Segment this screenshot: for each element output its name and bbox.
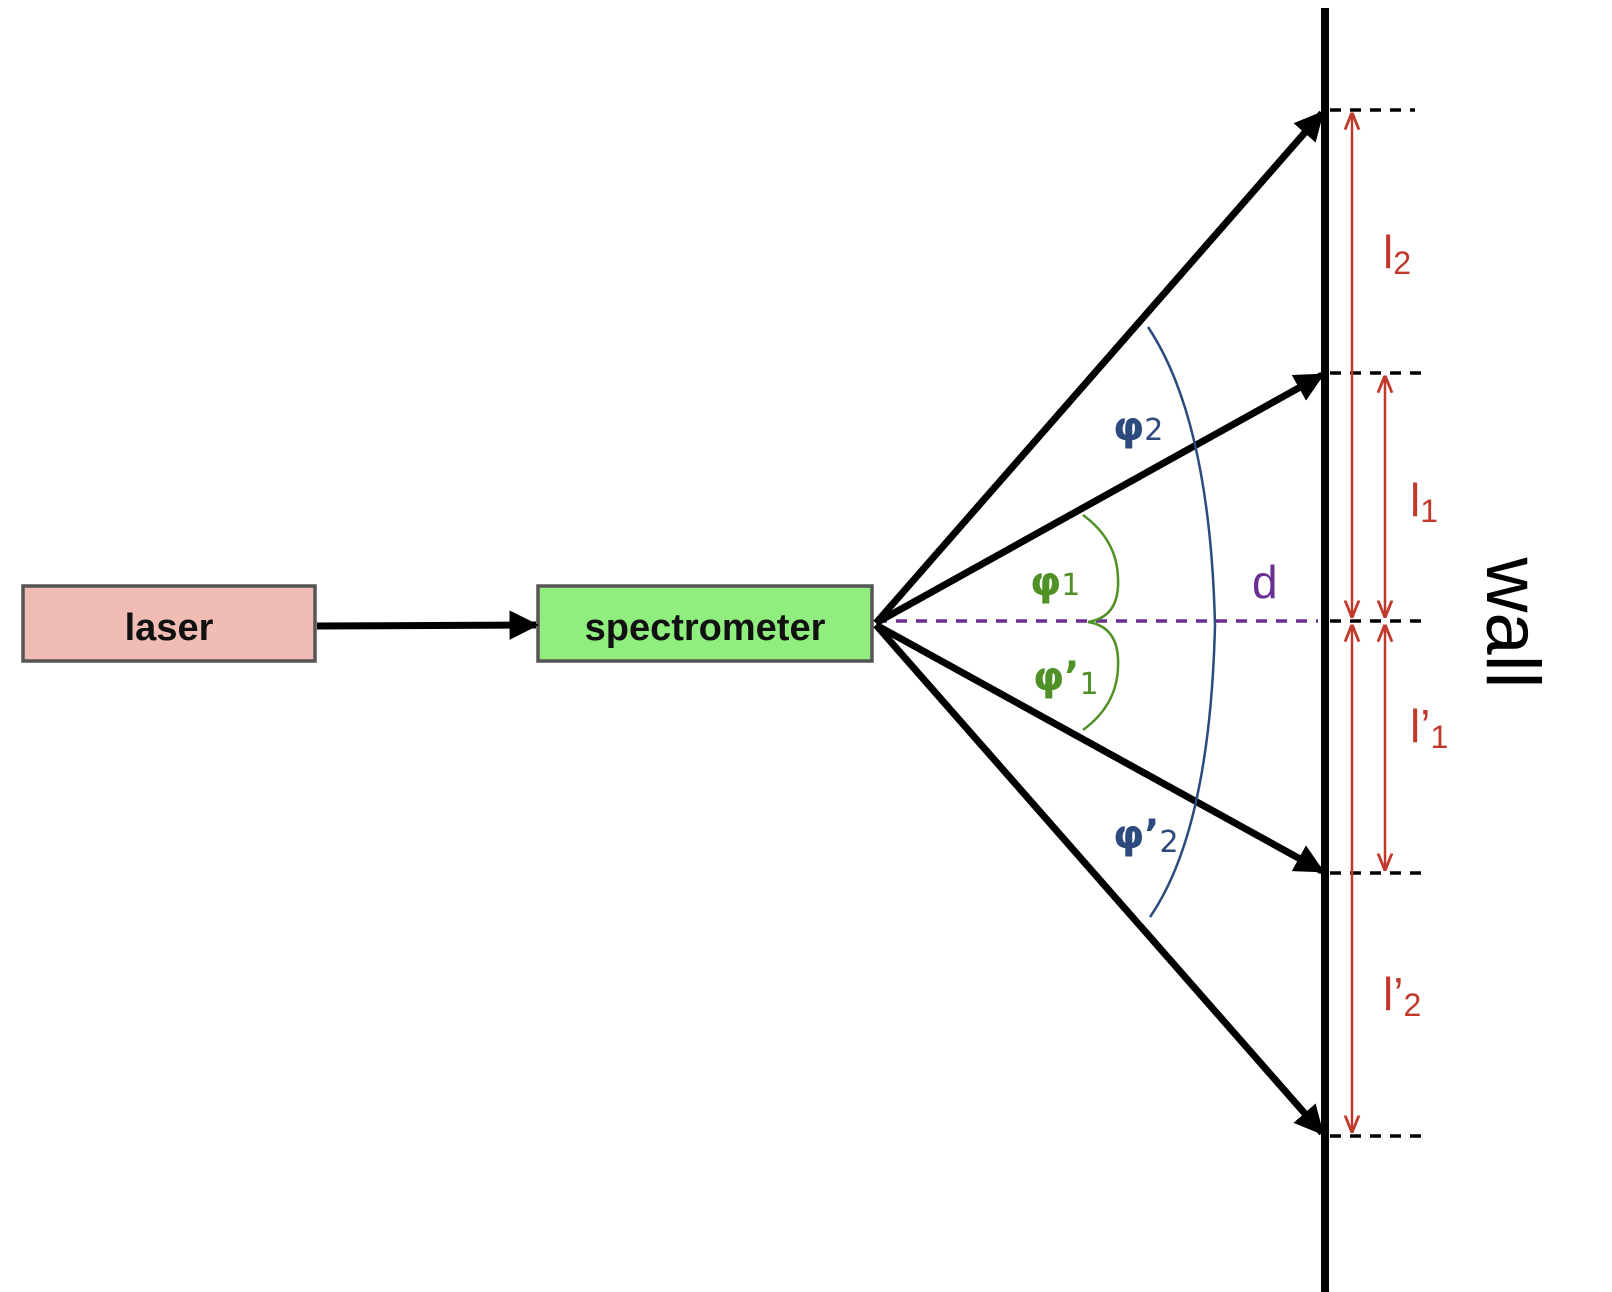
beam-order-minus1 [874,621,1325,875]
length-arrows [1352,114,1385,1131]
label-l2-prime: l’2 [1383,968,1421,1023]
label-phi2-prime: φ’2 [1113,812,1179,860]
label-l1: l1 [1410,474,1438,529]
label-l1-prime: l’1 [1410,700,1448,755]
label-phi1-prime: φ’1 [1033,654,1099,702]
laser-beam-arrow [316,610,539,640]
laser-box [21,584,317,663]
wall-label: wall [1470,557,1555,689]
spectrometer-box [536,584,874,663]
label-phi1: φ1 [1030,559,1080,605]
wall-ticks [1330,108,1430,1138]
laser-label: laser [125,607,214,649]
arc-phi2-outer [1146,326,1217,918]
label-d: d [1252,556,1278,608]
arc-phi1-inner [1082,513,1120,732]
diffracted-beams [873,110,1325,1136]
beam-order-plus1 [874,371,1325,627]
beam-order-minus2 [873,622,1325,1136]
spectrometer-label: spectrometer [585,607,826,649]
beam-order-plus2 [873,110,1325,626]
label-phi2: φ2 [1113,404,1163,450]
label-l2: l2 [1383,226,1411,281]
